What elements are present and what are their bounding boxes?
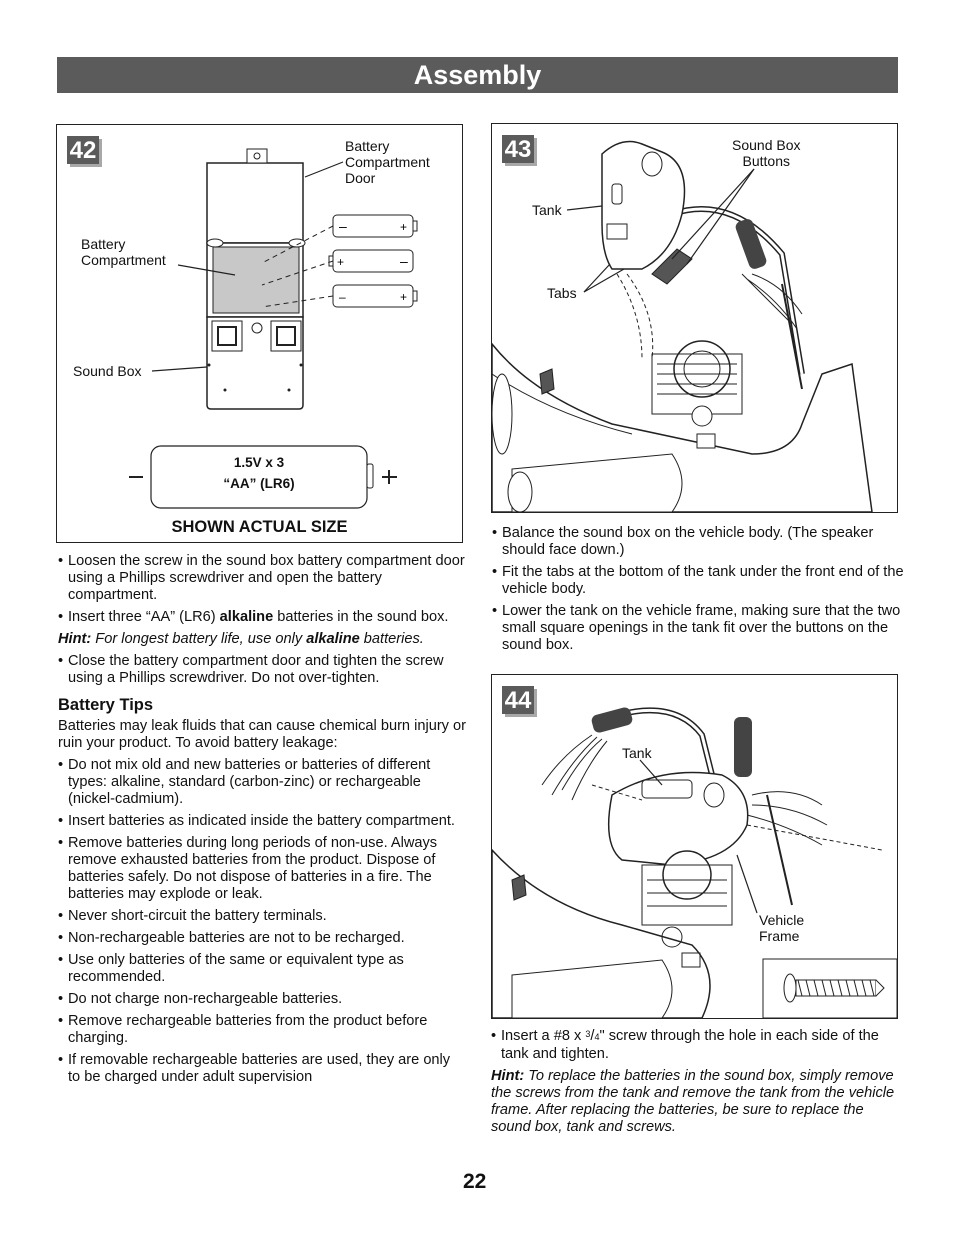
svg-text:–: – [339, 290, 346, 304]
list-item: Do not mix old and new batteries or batt… [58, 757, 466, 808]
svg-text:–: – [400, 253, 408, 269]
label-battery-compartment: Battery Compartment [81, 236, 166, 268]
step-43-number: 43 [502, 135, 534, 163]
instruction-lower-tank: Lower the tank on the vehicle frame, mak… [492, 603, 908, 654]
list-item: Non-rechargeable batteries are not to be… [58, 930, 466, 947]
battery-tips-intro: Batteries may leak fluids that can cause… [58, 718, 467, 751]
list-item: Insert batteries as indicated inside the… [58, 813, 466, 830]
svg-text:+: + [337, 255, 344, 269]
step-42-instructions: Loosen the screw in the sound box batter… [58, 553, 466, 1091]
hint-replace-batteries: Hint: To replace the batteries in the so… [491, 1068, 895, 1135]
instruction-insert-screw: Insert a #8 x 3/4" screw through the hol… [491, 1028, 907, 1063]
list-item: Remove rechargeable batteries from the p… [58, 1013, 466, 1047]
step-43-panel: 43 [491, 123, 898, 513]
instruction-balance-sound-box: Balance the sound box on the vehicle bod… [492, 525, 908, 559]
step-42-number: 42 [67, 136, 99, 164]
list-item: Do not charge non-rechargeable batteries… [58, 991, 466, 1008]
label-tank: Tank [532, 202, 562, 218]
instruction-insert-batteries: Insert three “AA” (LR6) alkaline batteri… [58, 609, 466, 626]
battery-tips-list: Do not mix old and new batteries or batt… [58, 757, 466, 1086]
step-44-panel: 44 Tank [491, 674, 898, 1019]
svg-text:–: – [339, 218, 347, 234]
label-sound-box-buttons: Sound Box Buttons [732, 137, 801, 169]
label-tabs: Tabs [547, 285, 577, 301]
svg-text:+: + [400, 290, 407, 304]
step-43-instructions: Balance the sound box on the vehicle bod… [492, 525, 908, 659]
step-44-instructions: Insert a #8 x 3/4" screw through the hol… [491, 1028, 907, 1141]
section-title: Assembly [413, 60, 542, 90]
svg-text:+: + [400, 220, 407, 234]
instruction-close-door: Close the battery compartment door and t… [58, 653, 466, 687]
list-item: Use only batteries of the same or equiva… [58, 952, 466, 986]
section-header: Assembly [57, 57, 898, 93]
list-item: Never short-circuit the battery terminal… [58, 908, 466, 925]
battery-voltage-label: 1.5V x 3 [233, 455, 285, 470]
battery-tips-heading: Battery Tips [58, 696, 154, 714]
battery-type-label: “AA” (LR6) [223, 476, 295, 491]
battery-compartment-illustration: – + + – – + [151, 148, 418, 410]
list-item: Remove batteries during long periods of … [58, 835, 466, 903]
instruction-loosen-screw: Loosen the screw in the sound box batter… [58, 553, 466, 604]
instruction-fit-tabs: Fit the tabs at the bottom of the tank u… [492, 564, 908, 598]
shown-actual-size-caption: SHOWN ACTUAL SIZE [171, 518, 348, 536]
label-battery-compartment-door: Battery Compartment Door [345, 138, 430, 186]
actual-size-battery [129, 445, 397, 509]
page-number: 22 [463, 1170, 487, 1193]
step-44-number: 44 [502, 686, 534, 714]
tank-installation-illustration [492, 140, 873, 512]
label-vehicle-frame: Vehicle Frame [759, 912, 805, 944]
list-item: If removable rechargeable batteries are … [58, 1052, 466, 1086]
label-tank: Tank [622, 745, 652, 761]
step-42-panel: 42 – + + – – + [56, 124, 463, 543]
label-sound-box: Sound Box [73, 363, 142, 379]
screw-installation-illustration [492, 707, 897, 1018]
hint-alkaline: Hint: For longest battery life, use only… [58, 631, 424, 647]
